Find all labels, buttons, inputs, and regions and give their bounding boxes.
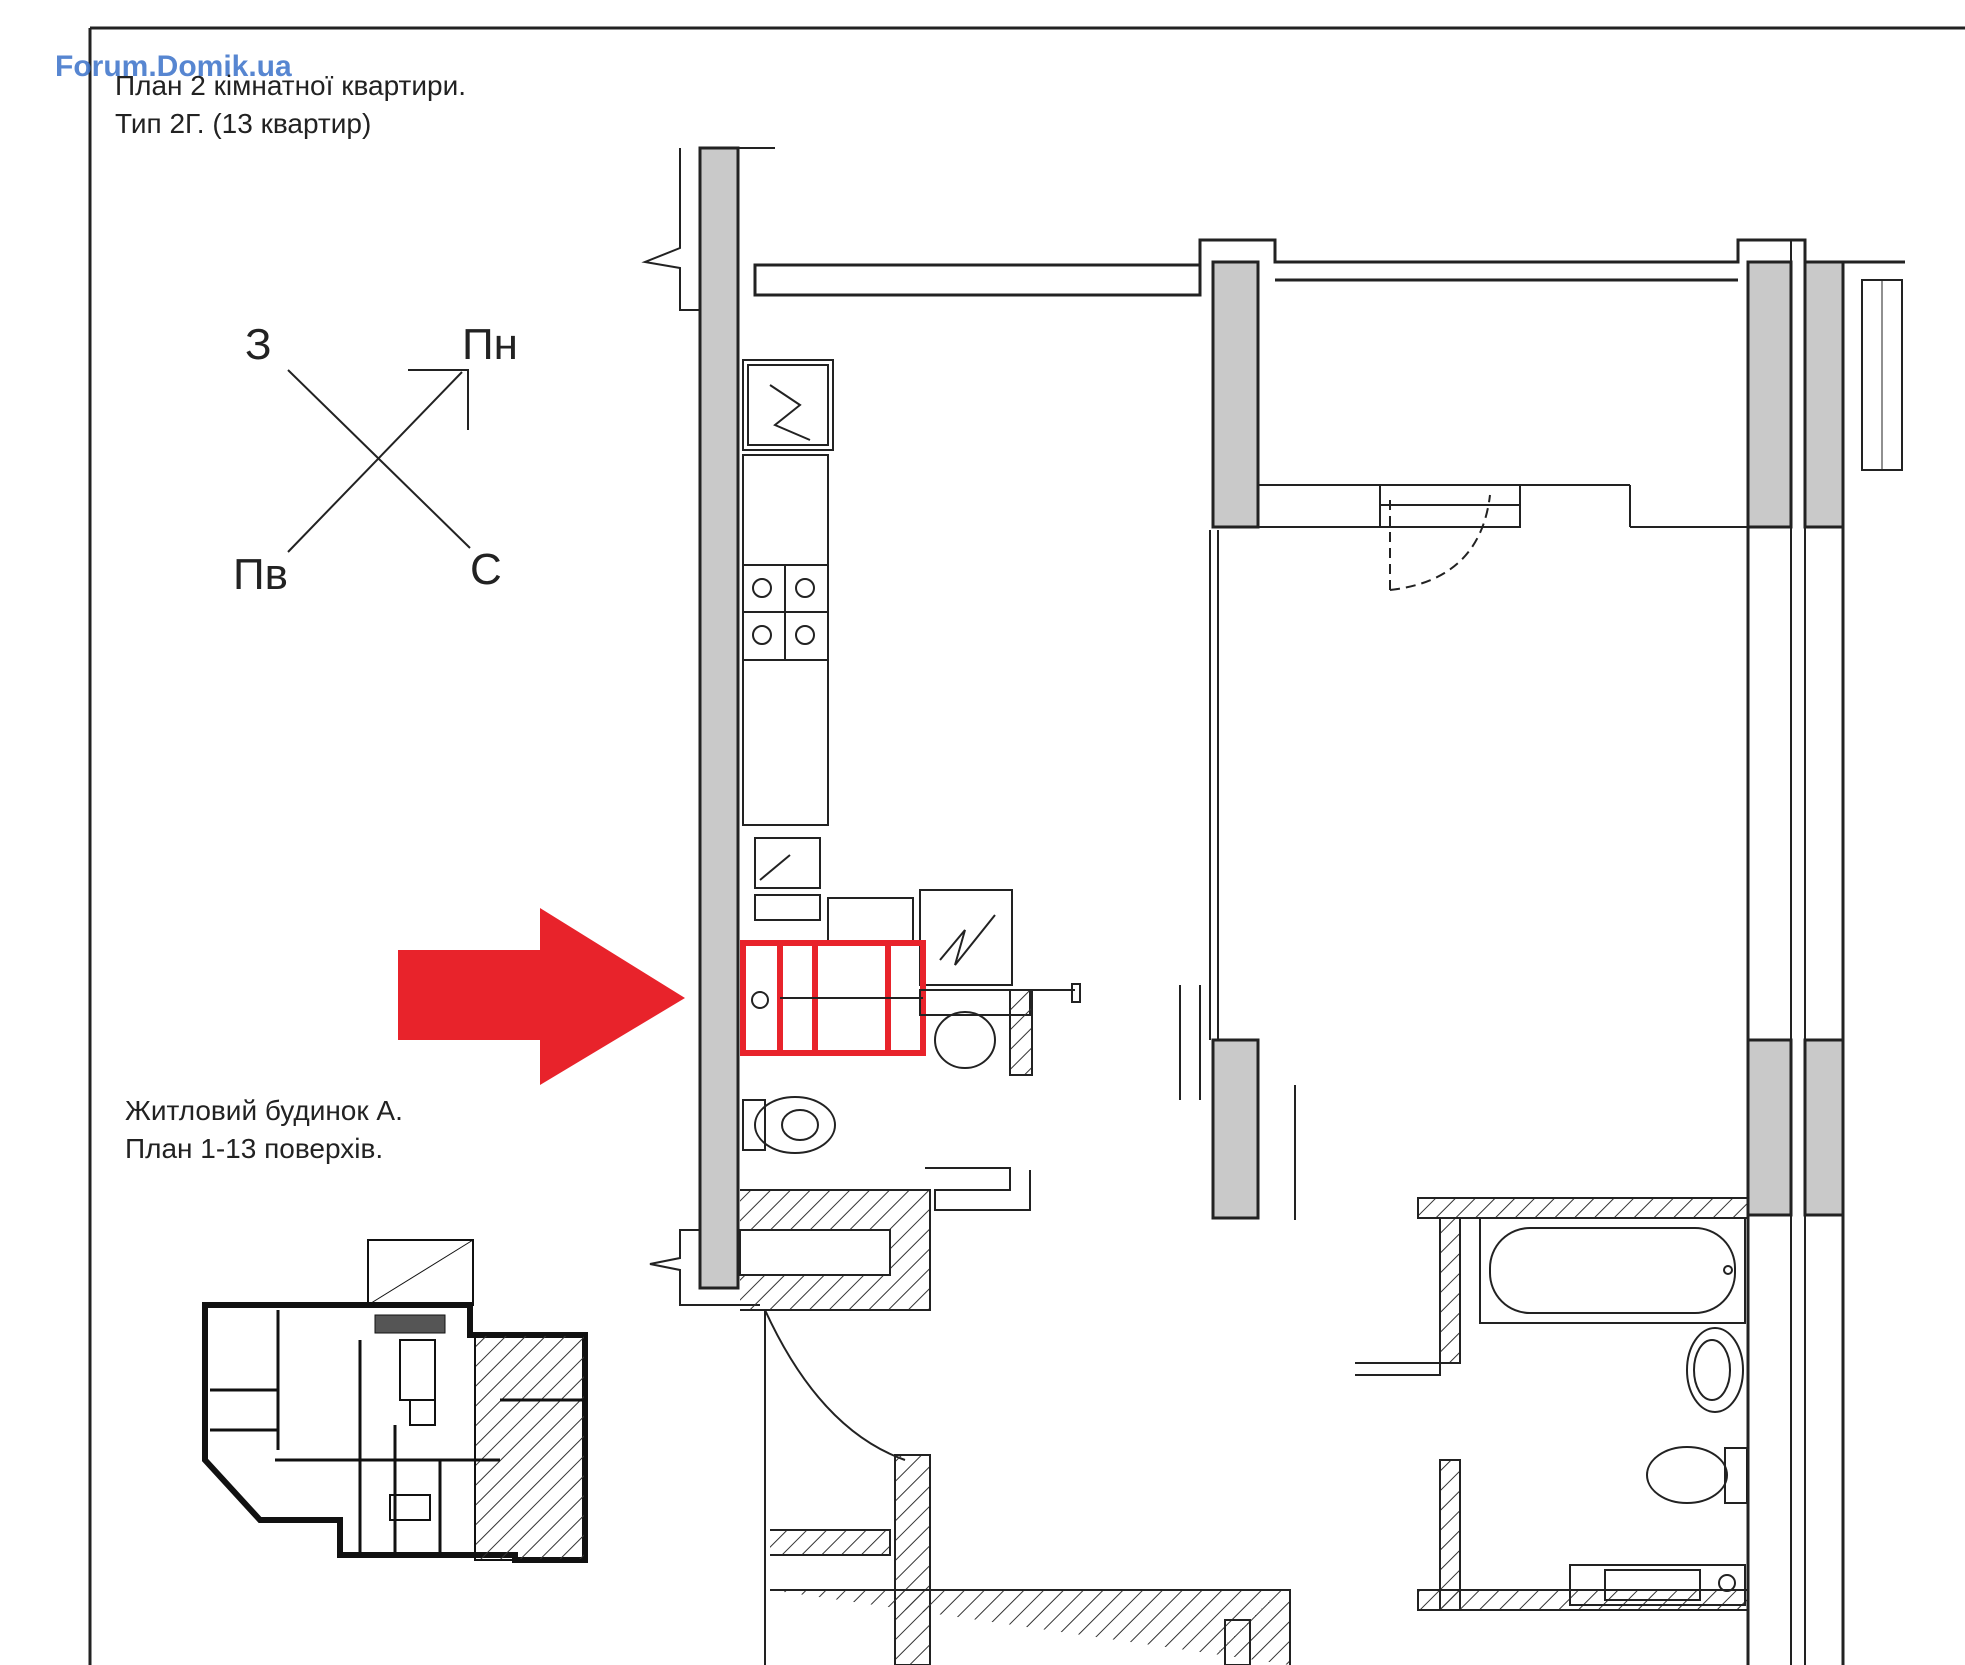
compass-label-pv: Пв <box>233 550 288 599</box>
building-caption-line2: План 1-13 поверхів. <box>125 1133 384 1164</box>
red-arrow <box>398 908 685 1085</box>
right-wall-columns <box>1746 240 1903 1665</box>
wc-area <box>742 983 1081 1211</box>
top-wall <box>753 238 1905 297</box>
corridor-walls <box>739 1189 1291 1665</box>
balcony <box>1211 260 1750 591</box>
bathroom <box>1355 1197 1749 1611</box>
compass-label-pn: Пн <box>462 320 518 369</box>
compass-label-s: С <box>470 545 502 594</box>
left-exterior-wall <box>641 146 775 1306</box>
compass-rose <box>287 369 471 553</box>
page-frame <box>88 26 1965 1665</box>
highlighted-cabinet <box>740 940 926 1056</box>
plan-title-line1: План 2 кімнатної квартири. <box>115 70 466 101</box>
kitchen-fixtures <box>742 359 1013 986</box>
plan-title-line2: Тип 2Г. (13 квартир) <box>115 108 372 139</box>
building-caption-line1: Житловий будинок А. <box>125 1095 403 1126</box>
watermark: Forum.Domik.ua <box>55 50 292 83</box>
building-key-plan <box>202 1239 588 1563</box>
compass-label-z: З <box>245 320 272 369</box>
room-divider-wall <box>1179 530 1296 1220</box>
